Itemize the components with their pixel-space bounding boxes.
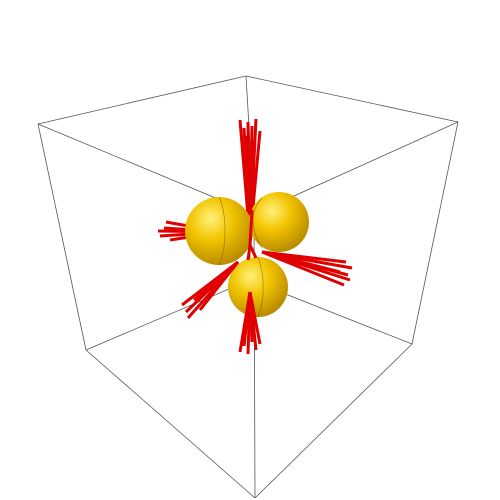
box-edge bbox=[254, 343, 413, 499]
ray bbox=[261, 250, 341, 274]
box-edge bbox=[245, 75, 459, 123]
ray-bundle-lower-left bbox=[181, 260, 240, 319]
ray bbox=[184, 260, 240, 314]
box-edge bbox=[37, 123, 87, 351]
ray bbox=[198, 261, 240, 311]
ray-bundle-right bbox=[261, 250, 353, 287]
sphere-cluster bbox=[185, 192, 309, 318]
ray-group-front bbox=[181, 209, 353, 355]
ray bbox=[261, 250, 347, 264]
sphere-bottom bbox=[228, 256, 288, 318]
ray bbox=[248, 209, 254, 246]
ray bbox=[248, 291, 262, 345]
sphere-left bbox=[185, 196, 253, 266]
box-edge bbox=[85, 349, 256, 499]
ray-bundle-center bbox=[246, 209, 258, 261]
ray-bundle-down bbox=[238, 291, 262, 355]
box-edge bbox=[37, 75, 247, 125]
ray bbox=[248, 244, 258, 259]
sphere-right bbox=[249, 192, 309, 252]
box-edge bbox=[411, 121, 459, 345]
box-edge bbox=[85, 279, 251, 351]
